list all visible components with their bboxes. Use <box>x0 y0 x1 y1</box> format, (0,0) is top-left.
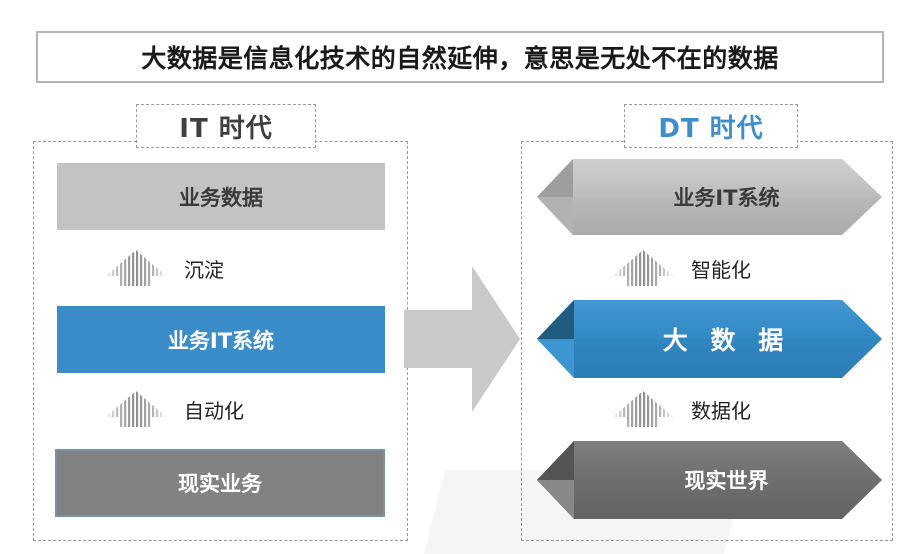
it-transition-label-1: 沉淀 <box>184 257 224 282</box>
it-transition-row-2: 自动化 <box>104 389 244 429</box>
up-arrow-striped-icon <box>613 391 673 427</box>
dt-transition-label-2: 数据化 <box>691 398 751 423</box>
it-transition-row-1: 沉淀 <box>104 248 224 288</box>
it-bar-business-data[interactable]: 业务数据 <box>57 163 385 230</box>
dt-bar-business-it-system-label: 业务IT系统 <box>673 186 780 210</box>
chevron-banner-dark-icon <box>537 441 882 519</box>
chevron-banner-blue-icon <box>537 300 882 378</box>
it-era-tab-label: IT 时代 <box>179 113 273 144</box>
slide-title: 大数据是信息化技术的自然延伸，意思是无处不在的数据 <box>141 44 779 73</box>
it-transition-label-2: 自动化 <box>184 398 244 423</box>
dt-bar-real-world[interactable]: 现实世界 <box>537 441 882 519</box>
dt-era-tab-label: DT 时代 <box>658 113 764 144</box>
right-arrow-icon <box>404 266 520 412</box>
it-bar-business-it-system-label: 业务IT系统 <box>167 328 275 353</box>
it-bar-business-it-system[interactable]: 业务IT系统 <box>57 306 385 373</box>
dt-transition-row-1: 智能化 <box>611 248 751 288</box>
up-arrow-striped-icon <box>106 391 166 427</box>
slide-title-box: 大数据是信息化技术的自然延伸，意思是无处不在的数据 <box>36 31 884 83</box>
it-bar-real-business[interactable]: 现实业务 <box>55 449 385 517</box>
dt-bar-business-it-system[interactable]: 业务IT系统 <box>537 159 882 235</box>
dt-era-tab[interactable]: DT 时代 <box>624 104 798 148</box>
dt-bar-big-data[interactable]: 大 数 据 <box>537 300 882 378</box>
dt-bar-big-data-label: 大 数 据 <box>662 326 791 355</box>
up-arrow-striped-icon <box>613 250 673 286</box>
dt-bar-real-world-label: 现实世界 <box>684 469 769 493</box>
dt-transition-label-1: 智能化 <box>691 257 751 282</box>
chevron-banner-gray-icon <box>537 159 882 235</box>
it-era-tab[interactable]: IT 时代 <box>136 104 316 148</box>
dt-transition-row-2: 数据化 <box>611 389 751 429</box>
it-bar-real-business-label: 现实业务 <box>178 472 262 496</box>
it-bar-business-data-label: 业务数据 <box>179 185 263 210</box>
up-arrow-striped-icon <box>106 250 166 286</box>
